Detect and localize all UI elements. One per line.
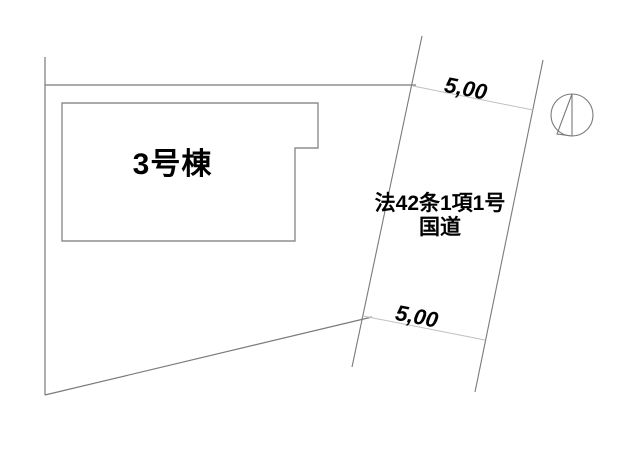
road-label: 法42条1項1号 国道 xyxy=(345,192,535,239)
building-outline-3 xyxy=(61,102,319,242)
north-arrow-icon xyxy=(550,93,594,137)
property-boundary-bottom xyxy=(44,316,373,396)
road-label-line-1: 法42条1項1号 xyxy=(374,192,506,215)
dimension-line-top xyxy=(412,85,534,111)
road-boundary-right xyxy=(474,59,544,393)
road-boundary-left xyxy=(351,35,423,368)
road-label-line-2: 国道 xyxy=(419,215,461,239)
building-label-3: 3号棟 xyxy=(132,148,213,181)
dimension-line-bottom xyxy=(362,315,486,341)
